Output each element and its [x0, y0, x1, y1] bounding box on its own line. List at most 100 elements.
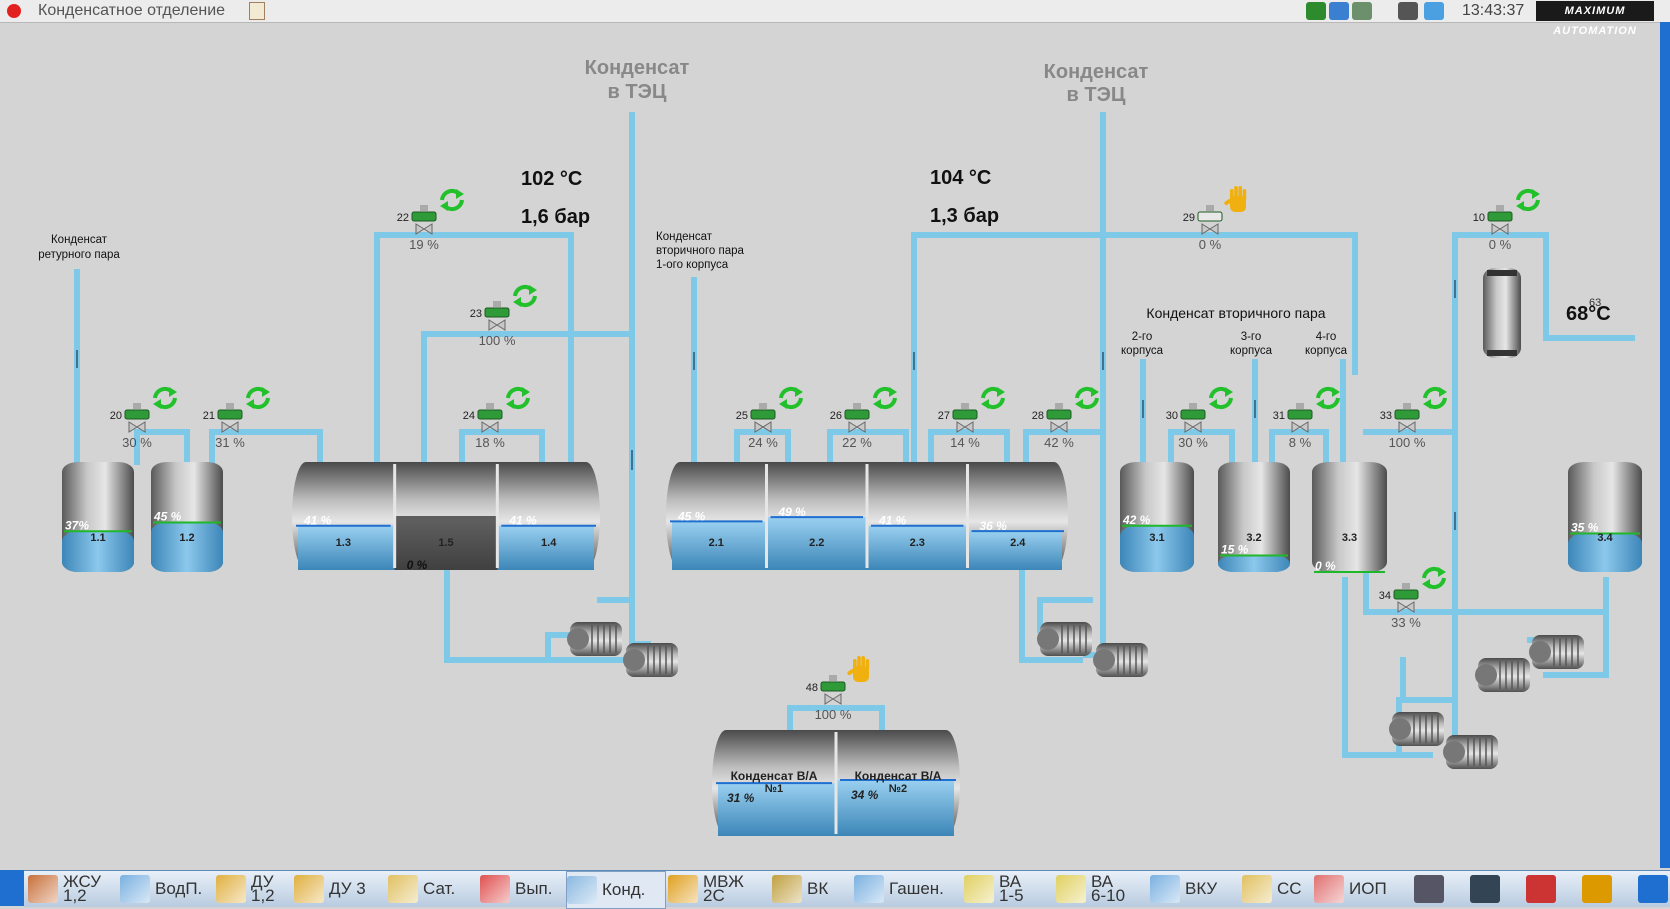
tank-water	[497, 525, 594, 570]
tank-level-label: 49 %	[778, 505, 807, 519]
close-icon[interactable]	[7, 4, 21, 18]
tank-water	[766, 517, 867, 570]
taskbar-button-15[interactable]: ИОП	[1314, 871, 1394, 907]
korpus4-label-2: корпуса	[1305, 345, 1348, 357]
manual-mode-hand-icon	[1224, 186, 1247, 212]
taskbar-button-14[interactable]: СС	[1242, 871, 1310, 907]
module-icon	[567, 876, 597, 904]
valve-id: 31	[1273, 410, 1285, 422]
tank-id-label: 2.4	[1010, 537, 1026, 549]
valve-id: 23	[470, 308, 482, 320]
module-icon	[1056, 875, 1086, 903]
taskbar-button-8[interactable]: МВЖ 2С	[668, 871, 768, 907]
valve-29[interactable]: 290 %	[1183, 186, 1247, 252]
right-scrollbar[interactable]	[1660, 22, 1670, 868]
taskbar-button-1[interactable]: ЖСУ 1,2	[28, 871, 116, 907]
tank-id-label: Конденсат В/А	[855, 769, 942, 783]
trend-icon-glyph	[1526, 875, 1556, 903]
send-icon[interactable]	[1424, 2, 1444, 20]
pump-icon	[1443, 735, 1498, 769]
tank-id-label: 2.3	[910, 537, 925, 549]
pipe-6	[459, 429, 545, 465]
auto-mode-icon	[246, 386, 270, 410]
taskbar-button-7[interactable]: Конд.	[566, 871, 666, 909]
valve-percent: 31 %	[215, 435, 245, 450]
module-icon	[1314, 875, 1344, 903]
taskbar-button-9[interactable]: ВК	[772, 871, 850, 907]
tank-31: 3.142 %	[1120, 462, 1194, 572]
network-icon[interactable]	[1352, 2, 1372, 20]
tank-level-label: 34 %	[851, 788, 879, 802]
valve-id: 22	[397, 212, 409, 224]
title-bar: Конденсатное отделение 13:43:37 MAXIMUM …	[0, 0, 1670, 37]
tank-level-label: 36 %	[980, 519, 1008, 533]
valve-id: 28	[1032, 410, 1044, 422]
valve-percent: 19 %	[409, 237, 439, 252]
valve-id: 10	[1473, 212, 1485, 224]
valve-id: 48	[806, 682, 818, 694]
valve-10[interactable]: 100 %	[1473, 188, 1540, 252]
valve-22[interactable]: 22 19 %	[397, 188, 464, 252]
taskbar-button-4[interactable]: ДУ 3	[294, 871, 384, 907]
valve-actuator	[952, 409, 978, 420]
taskbar-button-11[interactable]: ВА 1-5	[964, 871, 1052, 907]
valve-id: 34	[1379, 590, 1391, 602]
pump-icon	[623, 643, 678, 677]
user-icon[interactable]	[1398, 2, 1418, 20]
valve-28[interactable]: 28 42 %	[1032, 386, 1099, 450]
pipe-23	[1168, 429, 1235, 465]
chat-icon[interactable]	[1329, 2, 1349, 20]
pump-icon	[567, 622, 622, 656]
user-panel-icon[interactable]	[1638, 871, 1670, 907]
settings-icon[interactable]	[1470, 871, 1510, 907]
tank-11: 1.137%	[62, 462, 134, 572]
tank-water	[967, 531, 1062, 570]
valve-31[interactable]: 318 %	[1273, 386, 1340, 450]
auto-mode-icon	[1316, 386, 1340, 410]
taskbar-button-10[interactable]: Гашен.	[854, 871, 960, 907]
engineer-icon[interactable]	[1582, 871, 1622, 907]
valve-id: 26	[830, 410, 842, 422]
pipes	[74, 112, 1635, 758]
valve-id: 27	[938, 410, 950, 422]
taskbar-button-12[interactable]: ВА 6-10	[1056, 871, 1146, 907]
tank-water	[718, 783, 836, 836]
taskbar-label: СС	[1277, 879, 1302, 898]
module-icon	[964, 875, 994, 903]
tank-level-label: 0 %	[1315, 559, 1336, 573]
valve-percent: 42 %	[1044, 435, 1074, 450]
tank-level-label: 15 %	[1221, 543, 1249, 557]
taskbar-label: ИОП	[1349, 879, 1387, 898]
taskbar-button-13[interactable]: ВКУ	[1150, 871, 1238, 907]
document-icon[interactable]	[249, 2, 265, 20]
add-icon[interactable]	[1306, 2, 1326, 20]
valve-actuator	[217, 409, 243, 420]
taskbar-button-6[interactable]: Вып.	[480, 871, 562, 907]
pump-icon	[1529, 635, 1584, 669]
pipe-20	[1019, 567, 1083, 663]
taskbar-button-5[interactable]: Сат.	[388, 871, 476, 907]
trend-icon[interactable]	[1526, 871, 1566, 907]
pumps	[567, 622, 1584, 769]
korpus3-label-1: 3-го	[1241, 331, 1262, 343]
valve-actuator	[477, 409, 503, 420]
tank-level-label: 31 %	[727, 791, 755, 805]
menu-icon[interactable]	[1414, 871, 1454, 907]
taskbar-button-2[interactable]: ВодП.	[120, 871, 212, 907]
taskbar-button-3[interactable]: ДУ 1,2	[216, 871, 290, 907]
valve-body	[1397, 601, 1415, 613]
heater-small-value: 63	[1589, 297, 1601, 309]
module-icon	[216, 875, 246, 903]
